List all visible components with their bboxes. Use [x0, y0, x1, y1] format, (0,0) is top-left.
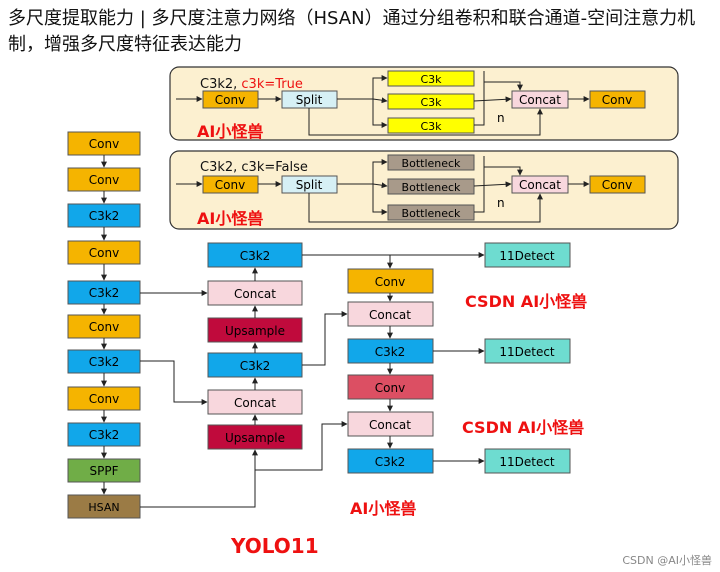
backbone-column: Conv Conv C3k2 Conv C3k2 Conv C3k2 Conv … [67, 131, 141, 519]
panel-false-conv-out-label: Conv [602, 178, 632, 192]
neck-c3k2-mid-label: C3k2 [240, 359, 271, 373]
backbone-label-11: HSAN [88, 501, 119, 514]
head-c3k2-bottom-label: C3k2 [375, 455, 406, 469]
neck-concat-bottom-label: Concat [234, 396, 276, 410]
c3k2-false-panel: C3k2, c3k=False AI小怪兽 Conv Split Bottlen… [169, 150, 679, 230]
watermark-csdn-2: CSDN AI小怪兽 [462, 418, 584, 437]
panel-true-conv-out-block [589, 90, 646, 109]
panel-true-c3k-block-1 [387, 70, 475, 87]
detect-label-3: 11Detect [499, 455, 555, 469]
backbone-label-10: SPPF [90, 464, 119, 478]
panel-false-bottleneck-label-1: Bottleneck [402, 157, 462, 170]
detect-block-2 [484, 338, 571, 364]
neck-concat-bottom [207, 389, 303, 415]
neck-middle-arrows [140, 267, 258, 508]
neck-c3k2-top [207, 242, 303, 268]
backbone-label-8: Conv [89, 392, 119, 406]
panel-false-bottleneck-block-1 [387, 154, 475, 171]
c3k2-true-panel: C3k2, c3k=True AI小怪兽 Conv Split C3k C3k … [169, 66, 679, 141]
neck-concat-top-label: Concat [234, 287, 276, 301]
panel-true-split-label: Split [296, 93, 323, 107]
detect-arrows [302, 252, 485, 464]
neck-c3k2-mid [207, 352, 303, 378]
footer-credit: CSDN @AI小怪兽 [622, 554, 712, 567]
panel-true-c3k-label-2: C3k [420, 96, 442, 109]
neck-upsample-top [207, 317, 303, 343]
panel-true-header: C3k2, c3k=True [200, 77, 303, 92]
backbone-label-5: C3k2 [89, 286, 120, 300]
panel-false-connectors [176, 156, 590, 223]
backbone-label-7: C3k2 [89, 355, 120, 369]
neck-middle-column: C3k2 Concat Upsample C3k2 Concat Upsampl… [140, 242, 303, 508]
head-concat-top-label: Concat [369, 308, 411, 322]
panel-true-conv-out-label: Conv [602, 93, 632, 107]
detect-column: 11Detect 11Detect 11Detect [302, 242, 571, 474]
neck-upsample-bottom [207, 424, 303, 450]
detect-label-1: 11Detect [499, 249, 555, 263]
panel-false-bottleneck-label-2: Bottleneck [402, 181, 462, 194]
panel-false-watermark: AI小怪兽 [197, 209, 263, 228]
panel-true-conv-label: Conv [215, 93, 245, 107]
panel-true-c3k-label-3: C3k [420, 120, 442, 133]
head-c3k2-bottom [347, 448, 434, 474]
panel-true-n-label: n [497, 111, 505, 125]
head-column: Conv Concat C3k2 Conv Concat C3k2 [254, 254, 434, 480]
neck-c3k2-top-label: C3k2 [240, 249, 271, 263]
head-conv-mid [347, 374, 434, 400]
panel-true-c3k-label-1: C3k [420, 73, 442, 86]
head-concat-bottom [347, 411, 434, 437]
panel-false-n-label: n [497, 196, 505, 210]
panel-true-connectors [176, 71, 590, 136]
panel-false-conv-label: Conv [215, 178, 245, 192]
detect-block-1 [484, 242, 571, 268]
backbone-label-6: Conv [89, 320, 119, 334]
panel-true-watermark: AI小怪兽 [197, 122, 263, 141]
watermark-csdn-1: CSDN AI小怪兽 [465, 292, 587, 311]
panel-false-bottleneck-label-3: Bottleneck [402, 207, 462, 220]
backbone-label-2: Conv [89, 173, 119, 187]
backbone-label-1: Conv [89, 137, 119, 151]
head-conv-top-label: Conv [375, 275, 405, 289]
panel-false-split-label: Split [296, 178, 323, 192]
panel-true-concat-label: Concat [519, 93, 561, 107]
panel-true-c3k-block-2 [387, 93, 475, 110]
watermark-ai: AI小怪兽 [350, 499, 416, 518]
detect-label-2: 11Detect [499, 345, 555, 359]
backbone-label-3: C3k2 [89, 209, 120, 223]
panel-false-header: C3k2, c3k=False [200, 160, 308, 175]
model-name: YOLO11 [230, 534, 319, 558]
neck-upsample-bottom-label: Upsample [225, 431, 285, 445]
head-c3k2-mid-label: C3k2 [375, 345, 406, 359]
detect-block-3 [484, 448, 571, 474]
head-conv-mid-label: Conv [375, 381, 405, 395]
panel-false-bottleneck-block-2 [387, 178, 475, 195]
neck-upsample-top-label: Upsample [225, 324, 285, 338]
panel-false-concat-label: Concat [519, 178, 561, 192]
page-title: 多尺度提取能力 | 多尺度注意力网络（HSAN）通过分组卷积和联合通道-空间注意… [8, 8, 696, 55]
head-concat-bottom-label: Concat [369, 418, 411, 432]
backbone-label-4: Conv [89, 246, 119, 260]
backbone-label-9: C3k2 [89, 428, 120, 442]
panel-false-conv-out-block [589, 175, 646, 194]
